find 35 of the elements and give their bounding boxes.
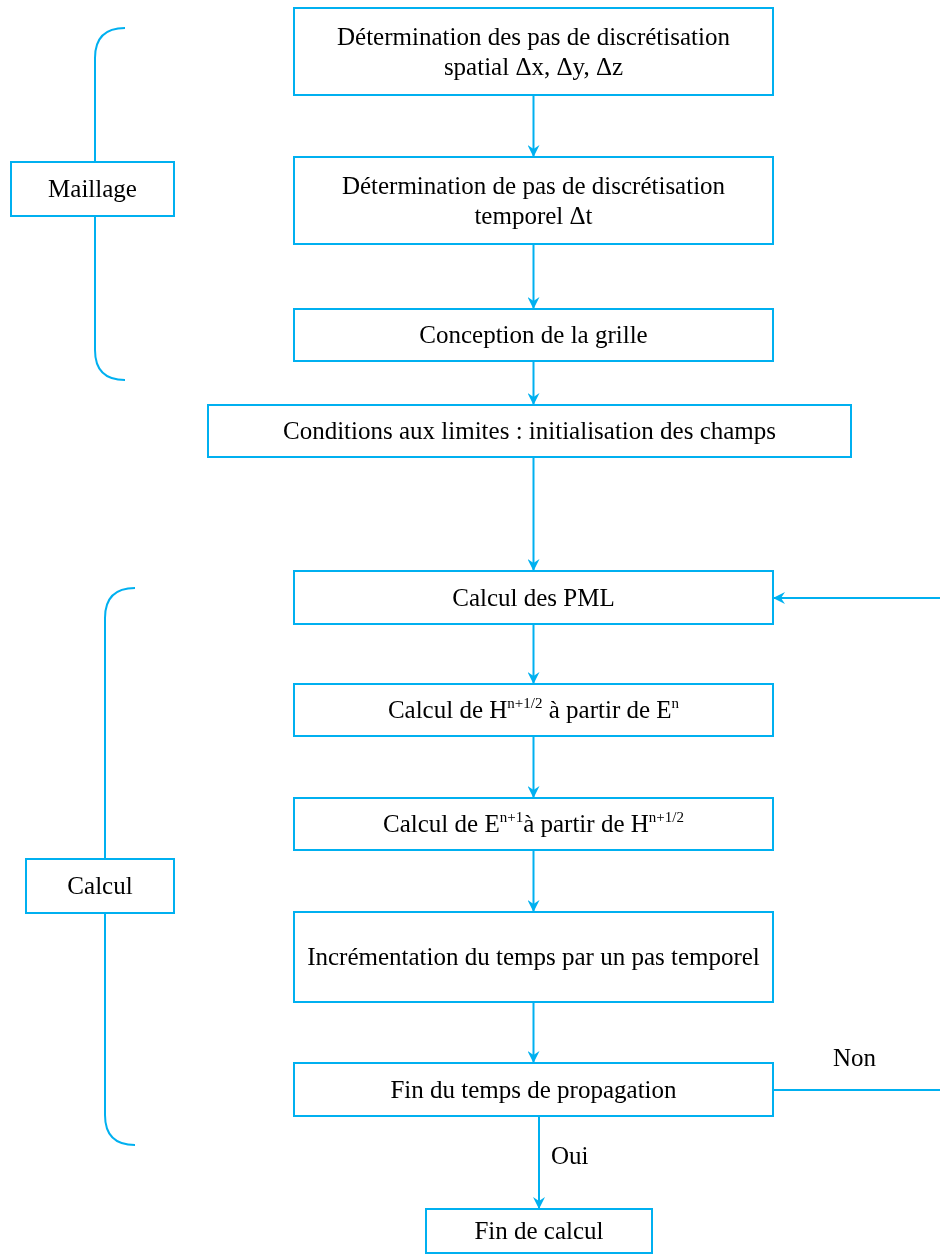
arrow [533,1116,545,1209]
box-text: Conception de la grille [419,320,648,350]
process-box [293,797,774,851]
section-label-box [10,161,175,217]
box-text: Calcul de H$^{n+1/2}$ à partir de E$^{n}$ [387,695,680,725]
process-box [293,308,774,362]
arrow [527,361,540,405]
process-box [293,570,774,625]
box-text: Calcul des PML [452,582,615,613]
process-box [293,1062,774,1117]
arrow [527,624,540,684]
connector-line [773,1089,941,1091]
box-text: Détermination des pas de discrétisation spatial Δx, Δy, Δz [336,21,731,82]
arrow [527,95,540,157]
section-label-box [25,858,175,914]
process-box [207,404,852,458]
box-text: Calcul de E$^{n+1}$à partir de H$^{n+1/2}$ [383,809,684,839]
box-text: Incrémentation du temps par un pas temporel [307,942,760,972]
process-box [293,911,774,1003]
box-text: Détermination de pas de discrétisation temporel Δt [340,170,727,231]
box-text: Fin de calcul [474,1216,604,1246]
arrow [527,1002,540,1063]
arrow [527,736,540,798]
arrow [773,592,941,604]
box-text: Conditions aux limites : initialisation des champs [283,416,776,446]
arrow [527,457,540,571]
box-text: Fin du temps de propagation [390,1074,677,1105]
arrow [527,850,540,912]
arrow [527,244,540,309]
process-box [293,683,774,737]
box-text: Maillage [48,174,137,204]
process-box [293,7,774,96]
process-box [293,156,774,245]
box-text: Calcul [67,871,133,901]
process-box [425,1208,653,1254]
